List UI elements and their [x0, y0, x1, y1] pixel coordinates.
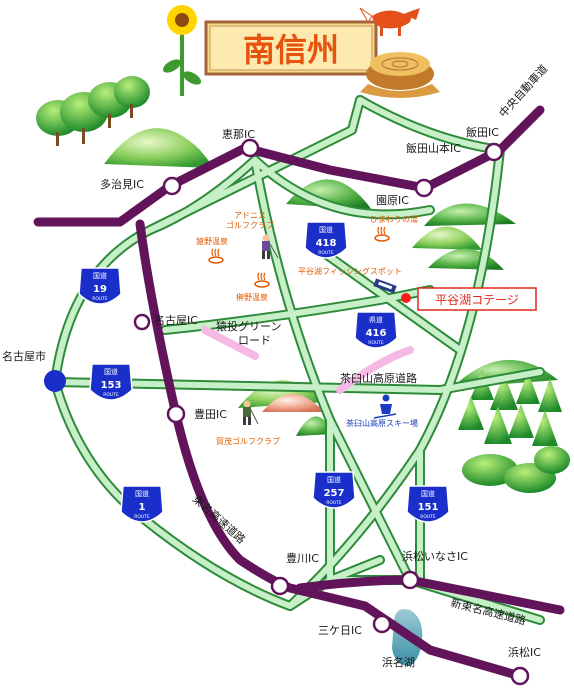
label-cottage: 平谷湖コテージ: [435, 292, 519, 307]
label-fishing-spot: 平谷湖フィッシングスポット: [298, 266, 402, 276]
route-shield-153: 国道 153 ROUTE: [89, 363, 133, 401]
label-ic-toyokawa: 豊川IC: [286, 552, 319, 565]
svg-text:416: 416: [366, 328, 387, 339]
expressway-tokai-loop: [135, 219, 525, 681]
hill-east-2: [428, 248, 504, 270]
svg-text:418: 418: [316, 238, 337, 249]
svg-text:国道: 国道: [104, 367, 118, 376]
label-sanage-green-road-1: 猿投グリーン: [216, 319, 281, 333]
forest-east: [458, 370, 570, 493]
label-adonis-golf-2: ゴルフクラブ: [226, 220, 274, 230]
fishing-icon: [373, 278, 397, 294]
route-shield-1: 国道 1 ROUTE: [120, 485, 164, 523]
label-kamo-golf: 賀茂ゴルフクラブ: [216, 436, 280, 446]
label-ic-hamamatsu-inasa: 浜松いなさIC: [402, 549, 468, 563]
ic-iida-yamamoto-marker: [484, 142, 504, 162]
svg-text:151: 151: [418, 502, 439, 513]
svg-text:国道: 国道: [327, 475, 341, 484]
route-shield-257: 国道 257 ROUTE: [312, 471, 356, 509]
fox-icon: [359, 7, 420, 36]
svg-text:国道: 国道: [421, 489, 435, 498]
expressway-shin-tomei: [295, 575, 565, 615]
label-ic-mikkabi: 三ケ日IC: [318, 624, 362, 637]
hill-east-1: [412, 226, 482, 250]
skier-icon: [373, 394, 397, 419]
svg-text:ROUTE: ROUTE: [368, 340, 384, 346]
ic-toyota-marker: [166, 404, 186, 424]
cottage-marker-icon: [401, 293, 411, 303]
label-ic-iida: 飯田IC: [466, 125, 499, 139]
route-shield-151: 国道 151 ROUTE: [406, 485, 450, 523]
svg-text:ROUTE: ROUTE: [134, 514, 150, 520]
svg-text:ROUTE: ROUTE: [92, 296, 108, 302]
city-nagoya-marker: [44, 370, 66, 392]
route-shield-416: 県道 416 ROUTE: [354, 311, 398, 349]
label-ic-tajimi: 多治見IC: [100, 177, 144, 191]
label-ic-hamamatsu: 浜松IC: [508, 645, 541, 659]
svg-text:ROUTE: ROUTE: [318, 250, 334, 256]
svg-text:ROUTE: ROUTE: [420, 514, 436, 520]
label-ic-nagoya-bldg: 名古屋IC: [154, 313, 198, 327]
forest-northwest: [36, 76, 150, 146]
svg-text:国道: 国道: [319, 225, 333, 234]
map-title: 南信州: [243, 31, 339, 69]
sunflower-icon: [162, 5, 202, 96]
ic-ena-marker: [240, 138, 260, 158]
hill-toyota-2: [262, 394, 324, 412]
place-labels: 名古屋市 浜名湖: [2, 349, 415, 669]
hot-spring-icon-sasado: [208, 248, 224, 264]
hill-sonohara-2: [424, 203, 516, 226]
label-nagoya-city: 名古屋市: [2, 349, 46, 363]
hot-spring-icon-himawari: [374, 226, 390, 242]
interchange-labels: 恵那IC 飯田IC 飯田山本IC 多治見IC 園原IC 名古屋IC 豊田IC 豊…: [100, 125, 541, 659]
cottage-label-box[interactable]: 平谷湖コテージ: [417, 287, 537, 311]
label-ic-toyota: 豊田IC: [194, 408, 227, 421]
label-himawari-onsen: ひまわりの湯: [370, 214, 418, 224]
tree-stump-icon: [360, 52, 440, 98]
hill-toyota-3: [296, 416, 334, 436]
hill-sonohara-1: [286, 179, 372, 210]
ic-nagoya-bldg-marker: [133, 313, 151, 331]
title-signboard: 南信州: [204, 20, 378, 76]
svg-text:県道: 県道: [369, 315, 383, 324]
hill-ena: [104, 128, 214, 168]
svg-text:153: 153: [101, 380, 122, 391]
interchange-markers: [133, 138, 530, 686]
label-sasado-onsen: 猿野温泉: [196, 236, 228, 246]
poi-labels: アドニス ゴルフクラブ 猿野温泉 榊野温泉 ひまわりの湯 平谷湖フィッシングスポ…: [196, 211, 418, 446]
golfer-icon-kamo: [243, 400, 259, 425]
label-sakaki-onsen: 榊野温泉: [236, 292, 268, 302]
svg-text:1: 1: [139, 502, 146, 513]
svg-text:国道: 国道: [93, 271, 107, 280]
road-chausuyama-kogen: [336, 346, 414, 394]
road-sanage-green: [201, 326, 259, 360]
svg-text:ROUTE: ROUTE: [326, 500, 342, 506]
svg-text:国道: 国道: [135, 489, 149, 498]
ic-sonohara-marker: [414, 178, 434, 198]
ic-toyokawa-marker: [270, 576, 290, 596]
svg-text:257: 257: [324, 488, 345, 499]
label-chausuyama-road: 茶臼山高原道路: [340, 371, 417, 385]
ic-tajimi-marker: [162, 176, 182, 196]
label-sanage-green-road-2: ロード: [238, 334, 271, 347]
ic-mikkabi-marker: [372, 614, 392, 634]
label-chausuyama-ski: 茶臼山高原スキー場: [346, 418, 418, 428]
golfer-icon: [262, 234, 279, 259]
route-shield-418: 国道 418 ROUTE: [304, 221, 348, 259]
label-ic-iida-yamamoto: 飯田山本IC: [406, 141, 461, 155]
svg-text:ROUTE: ROUTE: [103, 392, 119, 398]
ic-hamamatsu-marker: [510, 666, 530, 686]
label-lake-hamana: 浜名湖: [382, 655, 415, 669]
svg-text:19: 19: [93, 284, 107, 295]
label-adonis-golf-1: アドニス: [234, 211, 266, 220]
label-ic-sonohara: 園原IC: [376, 194, 409, 207]
ic-hamamatsu-inasa-marker: [400, 570, 420, 590]
hot-spring-icon-sakaki: [254, 272, 270, 288]
label-ic-ena: 恵那IC: [222, 127, 255, 141]
route-shield-19: 国道 19 ROUTE: [78, 267, 122, 305]
